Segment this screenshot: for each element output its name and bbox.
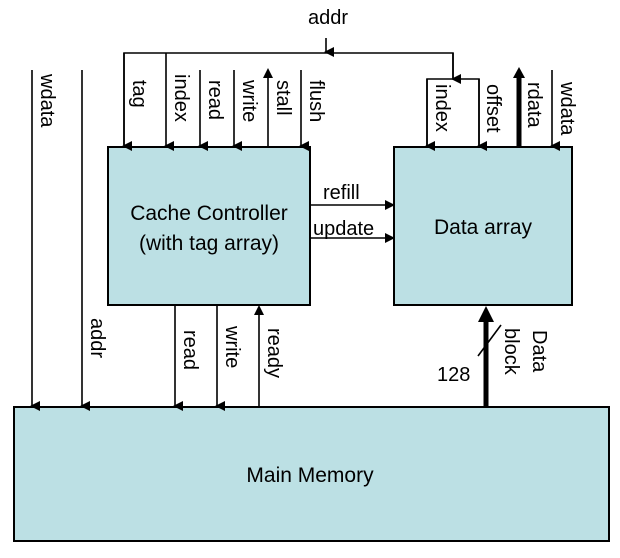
left-wdata-label: wdata [36, 73, 58, 128]
top-addr-label: addr [308, 7, 348, 29]
mem-read-label: read [179, 330, 201, 370]
main-memory-block [13, 406, 610, 542]
rdata-label: rdata [523, 82, 545, 128]
data-block-arrowhead [478, 306, 494, 322]
cache-controller-block [107, 146, 311, 306]
index-label: index [170, 74, 192, 122]
main-memory-label: Main Memory [246, 464, 374, 487]
bus-width-slash [477, 324, 502, 357]
stall-label: stall [272, 80, 294, 116]
da-offset-label: offset [482, 84, 504, 133]
rdata-arrowhead [513, 67, 525, 78]
read-label: read [204, 80, 226, 120]
cache-controller-subtitle: (with tag array) [139, 232, 279, 255]
data-block-label-block: block [500, 328, 522, 376]
da-wdata-label: wdata [556, 81, 578, 136]
mem-write-label: write [221, 325, 243, 368]
left-addr-label: addr [86, 318, 108, 358]
cache-controller-title: Cache Controller [130, 202, 288, 225]
data-array-label: Data array [434, 216, 533, 239]
bus-width-label: 128 [437, 364, 470, 386]
write-label: write [238, 79, 260, 122]
update-label: update [313, 218, 374, 240]
flush-label: flush [305, 80, 327, 122]
refill-label: refill [323, 182, 360, 204]
data-block-label-data: Data [528, 330, 550, 373]
mem-ready-label: ready [263, 328, 285, 378]
tag-label: tag [128, 80, 150, 108]
data-array-block [393, 146, 573, 306]
da-index-label: index [431, 84, 453, 132]
